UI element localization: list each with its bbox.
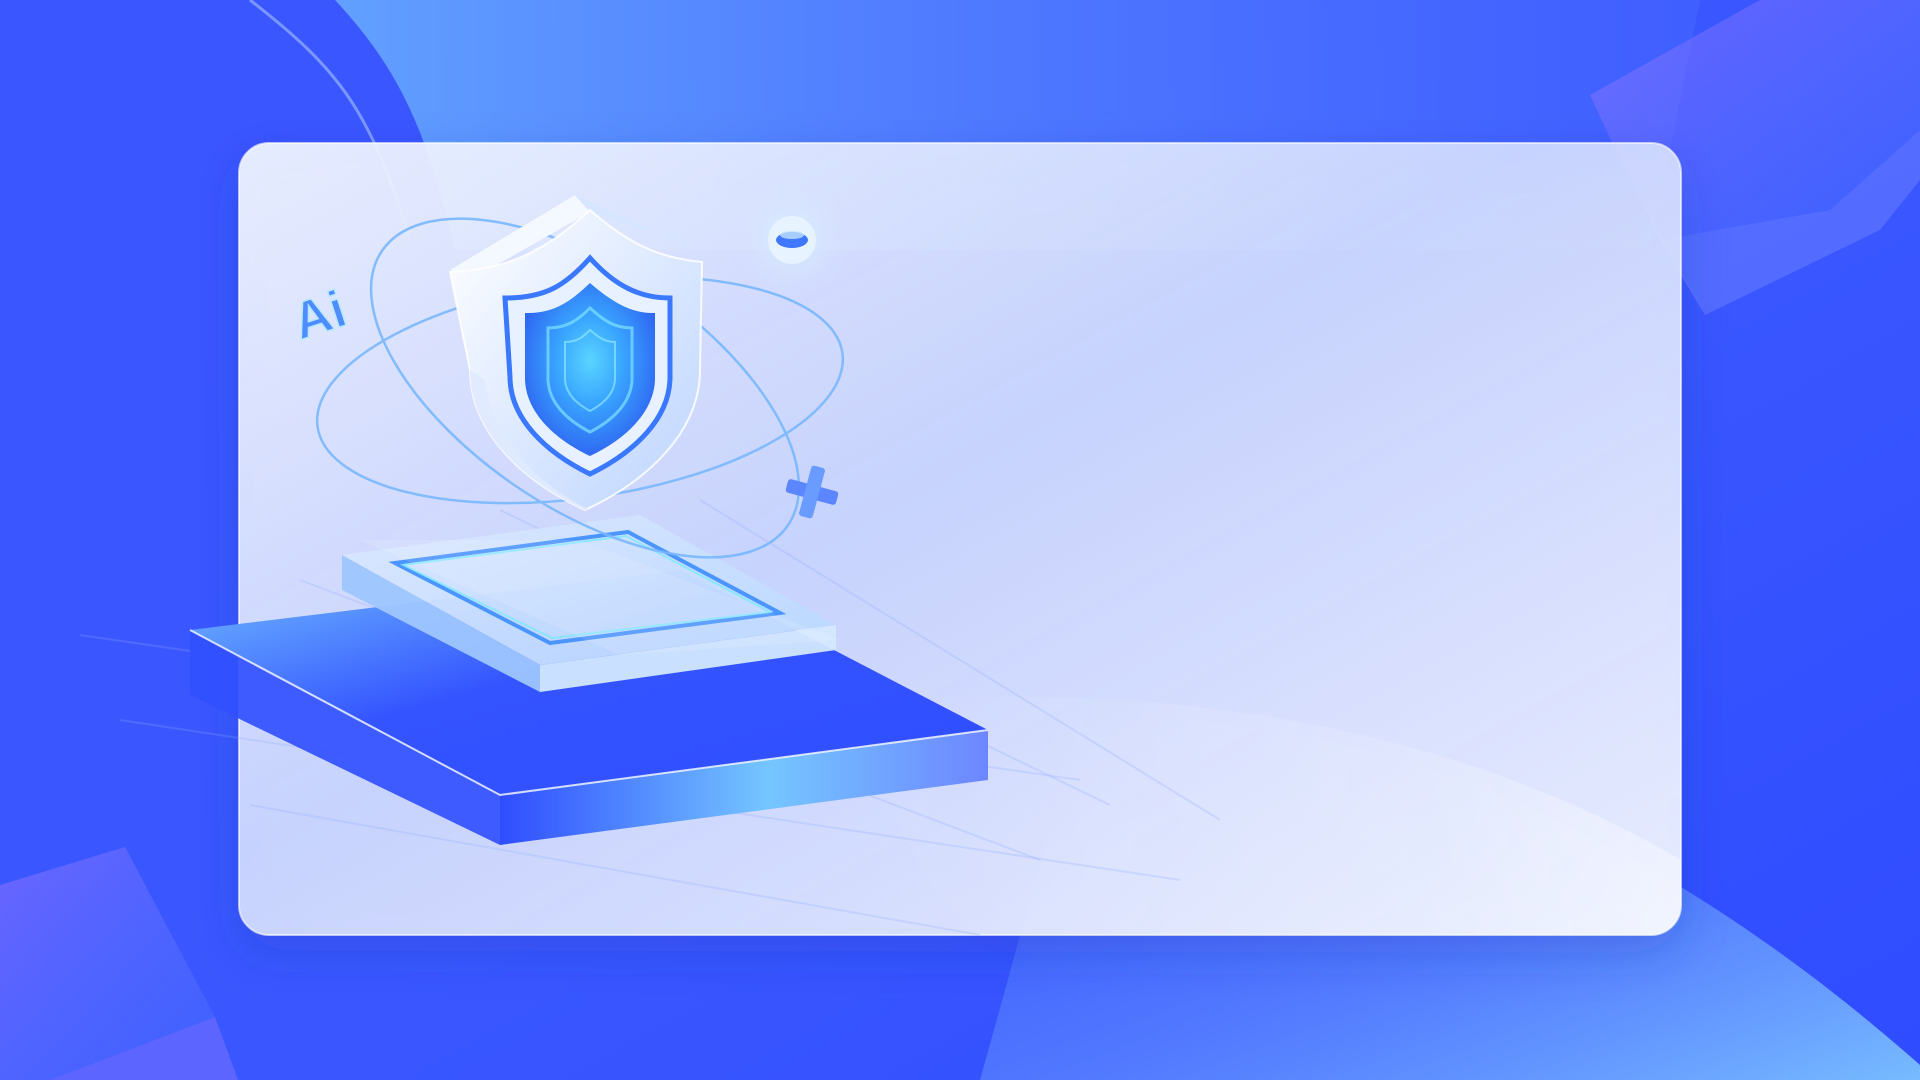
shield-icon: [448, 195, 704, 512]
orb-icon: [756, 204, 828, 276]
cube-bottom-left: [0, 847, 238, 1080]
close-icon: [785, 465, 839, 519]
inner-platform: [342, 515, 840, 692]
